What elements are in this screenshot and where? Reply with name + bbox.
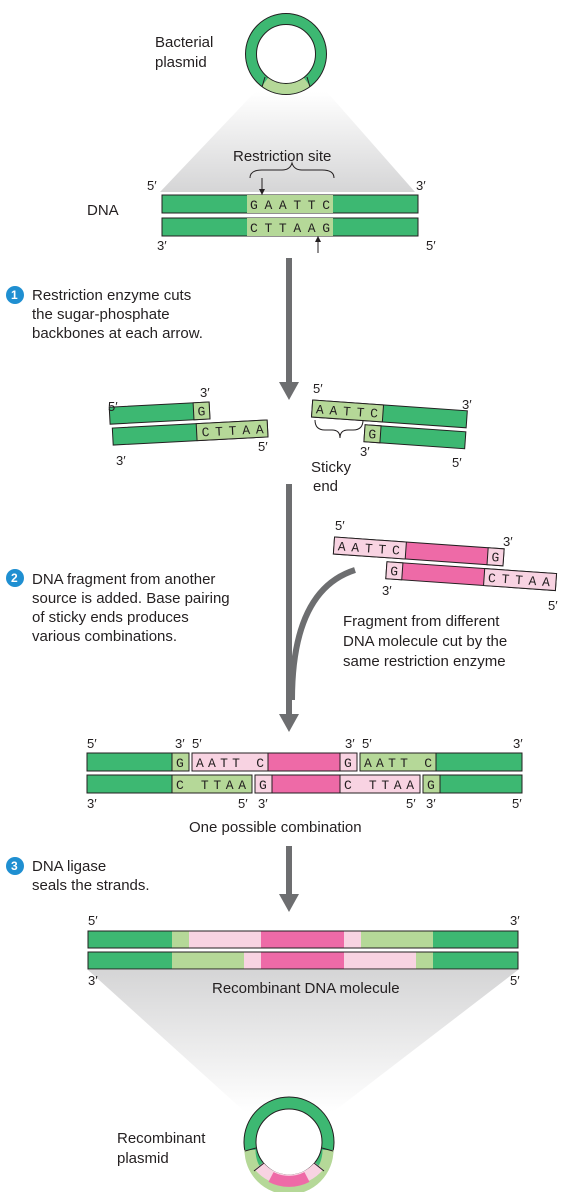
prime-5-fragment-bottom-right: 5′ — [548, 598, 558, 613]
foreign-dna-fragment: AATTC G G CTTAA — [332, 536, 558, 592]
process-arrow-2 — [279, 484, 356, 732]
prime-5-recomb-bottom: 5′ — [510, 973, 520, 988]
step-3-badge — [6, 857, 24, 875]
prime-3-fragment-top-right: 3′ — [503, 534, 513, 549]
step-1-number: 1 — [11, 288, 18, 302]
step-3-number: 3 — [11, 859, 18, 873]
prime-5-combo-bottom-1: 5′ — [238, 796, 248, 811]
left-top-seq: G — [197, 404, 206, 419]
prime-3-combo-bottom-2: 3′ — [258, 796, 268, 811]
left-bottom-seq: CTTAA — [201, 422, 264, 440]
fragment-top-seq: AATTC — [337, 539, 400, 558]
prime-5-combo-3: 5′ — [362, 736, 372, 751]
prime-5-combo-1: 5′ — [87, 736, 97, 751]
right-cut-fragment: AATTC G — [310, 399, 468, 450]
step-2-badge — [6, 569, 24, 587]
fragment-label-line3: same restriction enzyme — [343, 653, 506, 670]
prime-5-fragment-top-left: 5′ — [335, 518, 345, 533]
fragment-bottom-left-seq: G — [390, 564, 399, 580]
right-top-seq: AATTC — [316, 402, 379, 421]
recombinant-dna-label: Recombinant DNA molecule — [212, 980, 400, 997]
prime-3-left-frag-top: 3′ — [200, 385, 210, 400]
plasmid-label-line1: Bacterial — [155, 34, 213, 51]
zoom-cone-bottom — [88, 970, 518, 1112]
prime-5-recomb-top: 5′ — [88, 913, 98, 928]
step-1-text-line3: backbones at each arrow. — [32, 325, 203, 342]
plasmid-label-line2: plasmid — [155, 54, 207, 71]
combo-bottom-g2: G — [427, 778, 435, 793]
recombinant-plasmid-label-line2: plasmid — [117, 1150, 169, 1167]
sticky-end-label-line2: end — [313, 478, 338, 495]
sticky-end-brace — [314, 419, 364, 439]
dna-bottom-strand — [161, 217, 419, 237]
prime-3-right-frag-top: 3′ — [462, 397, 472, 412]
recombinant-bottom-strand — [87, 951, 519, 970]
recombinant-plasmid — [243, 1096, 335, 1192]
restriction-site-label: Restriction site — [233, 148, 331, 165]
prime-5-combo-bottom-3: 5′ — [512, 796, 522, 811]
step-2-text-line3: of sticky ends produces — [32, 609, 189, 626]
prime-5-right-frag-bottom: 5′ — [452, 455, 462, 470]
zoom-cone-top — [160, 92, 415, 192]
prime-3-recomb-bottom: 3′ — [88, 973, 98, 988]
prime-3-bottom-left: 3′ — [157, 238, 167, 253]
bacterial-plasmid — [245, 13, 327, 95]
dna-top-strand — [161, 194, 419, 214]
fragment-label-line2: DNA molecule cut by the — [343, 633, 507, 650]
recombinant-plasmid-label-line1: Recombinant — [117, 1130, 206, 1147]
prime-3-top-right: 3′ — [416, 178, 426, 193]
prime-3-combo-2: 3′ — [345, 736, 355, 751]
prime-3-left-frag-bottom: 3′ — [116, 453, 126, 468]
prime-3-combo-1: 3′ — [175, 736, 185, 751]
step-2-number: 2 — [11, 571, 18, 585]
restriction-site-brace — [249, 161, 335, 179]
combination-top-strand — [86, 752, 523, 772]
prime-3-fragment-bottom-left: 3′ — [382, 583, 392, 598]
combo-top-g1: G — [176, 756, 184, 771]
step-2-text-line2: source is added. Base pairing — [32, 590, 230, 607]
process-arrow-3 — [279, 846, 299, 912]
combination-bottom-strand — [86, 774, 523, 794]
dna-label: DNA — [87, 202, 119, 219]
step-1-text-line1: Restriction enzyme cuts — [32, 287, 191, 304]
prime-5-left-frag-bottom: 5′ — [258, 439, 268, 454]
fragment-top-right-seq: G — [491, 550, 500, 566]
prime-5-combo-bottom-2: 5′ — [406, 796, 416, 811]
prime-3-recomb-top: 3′ — [510, 913, 520, 928]
combination-label: One possible combination — [189, 819, 362, 836]
prime-5-combo-2: 5′ — [192, 736, 202, 751]
step-2-text-line1: DNA fragment from another — [32, 571, 215, 588]
step-3-text-line1: DNA ligase — [32, 858, 106, 875]
combo-bottom-g1: G — [259, 778, 267, 793]
fragment-label-line1: Fragment from different — [343, 613, 500, 630]
cut-arrow-bottom — [315, 236, 321, 253]
prime-5-left-frag-top: 5′ — [108, 399, 118, 414]
recombinant-top-strand — [87, 930, 519, 949]
right-bottom-seq: G — [368, 427, 377, 443]
process-arrow-1 — [279, 258, 299, 400]
prime-3-right-frag-bottom: 3′ — [360, 444, 370, 459]
combo-top-g2: G — [344, 756, 352, 771]
cut-arrow-top — [259, 178, 265, 195]
prime-5-top-left: 5′ — [147, 178, 157, 193]
prime-5-bottom-right: 5′ — [426, 238, 436, 253]
prime-3-combo-3: 3′ — [513, 736, 523, 751]
step-1-badge — [6, 286, 24, 304]
step-1-text-line2: the sugar-phosphate — [32, 306, 170, 323]
step-2-text-line4: various combinations. — [32, 628, 177, 645]
prime-3-combo-bottom-1: 3′ — [87, 796, 97, 811]
left-cut-fragment: G CTTAA — [108, 401, 269, 446]
fragment-bottom-seq: CTTAA — [488, 571, 551, 590]
sticky-end-label-line1: Sticky — [311, 459, 352, 476]
prime-5-right-frag-top: 5′ — [313, 381, 323, 396]
step-3-text-line2: seals the strands. — [32, 877, 150, 894]
prime-3-combo-bottom-3: 3′ — [426, 796, 436, 811]
